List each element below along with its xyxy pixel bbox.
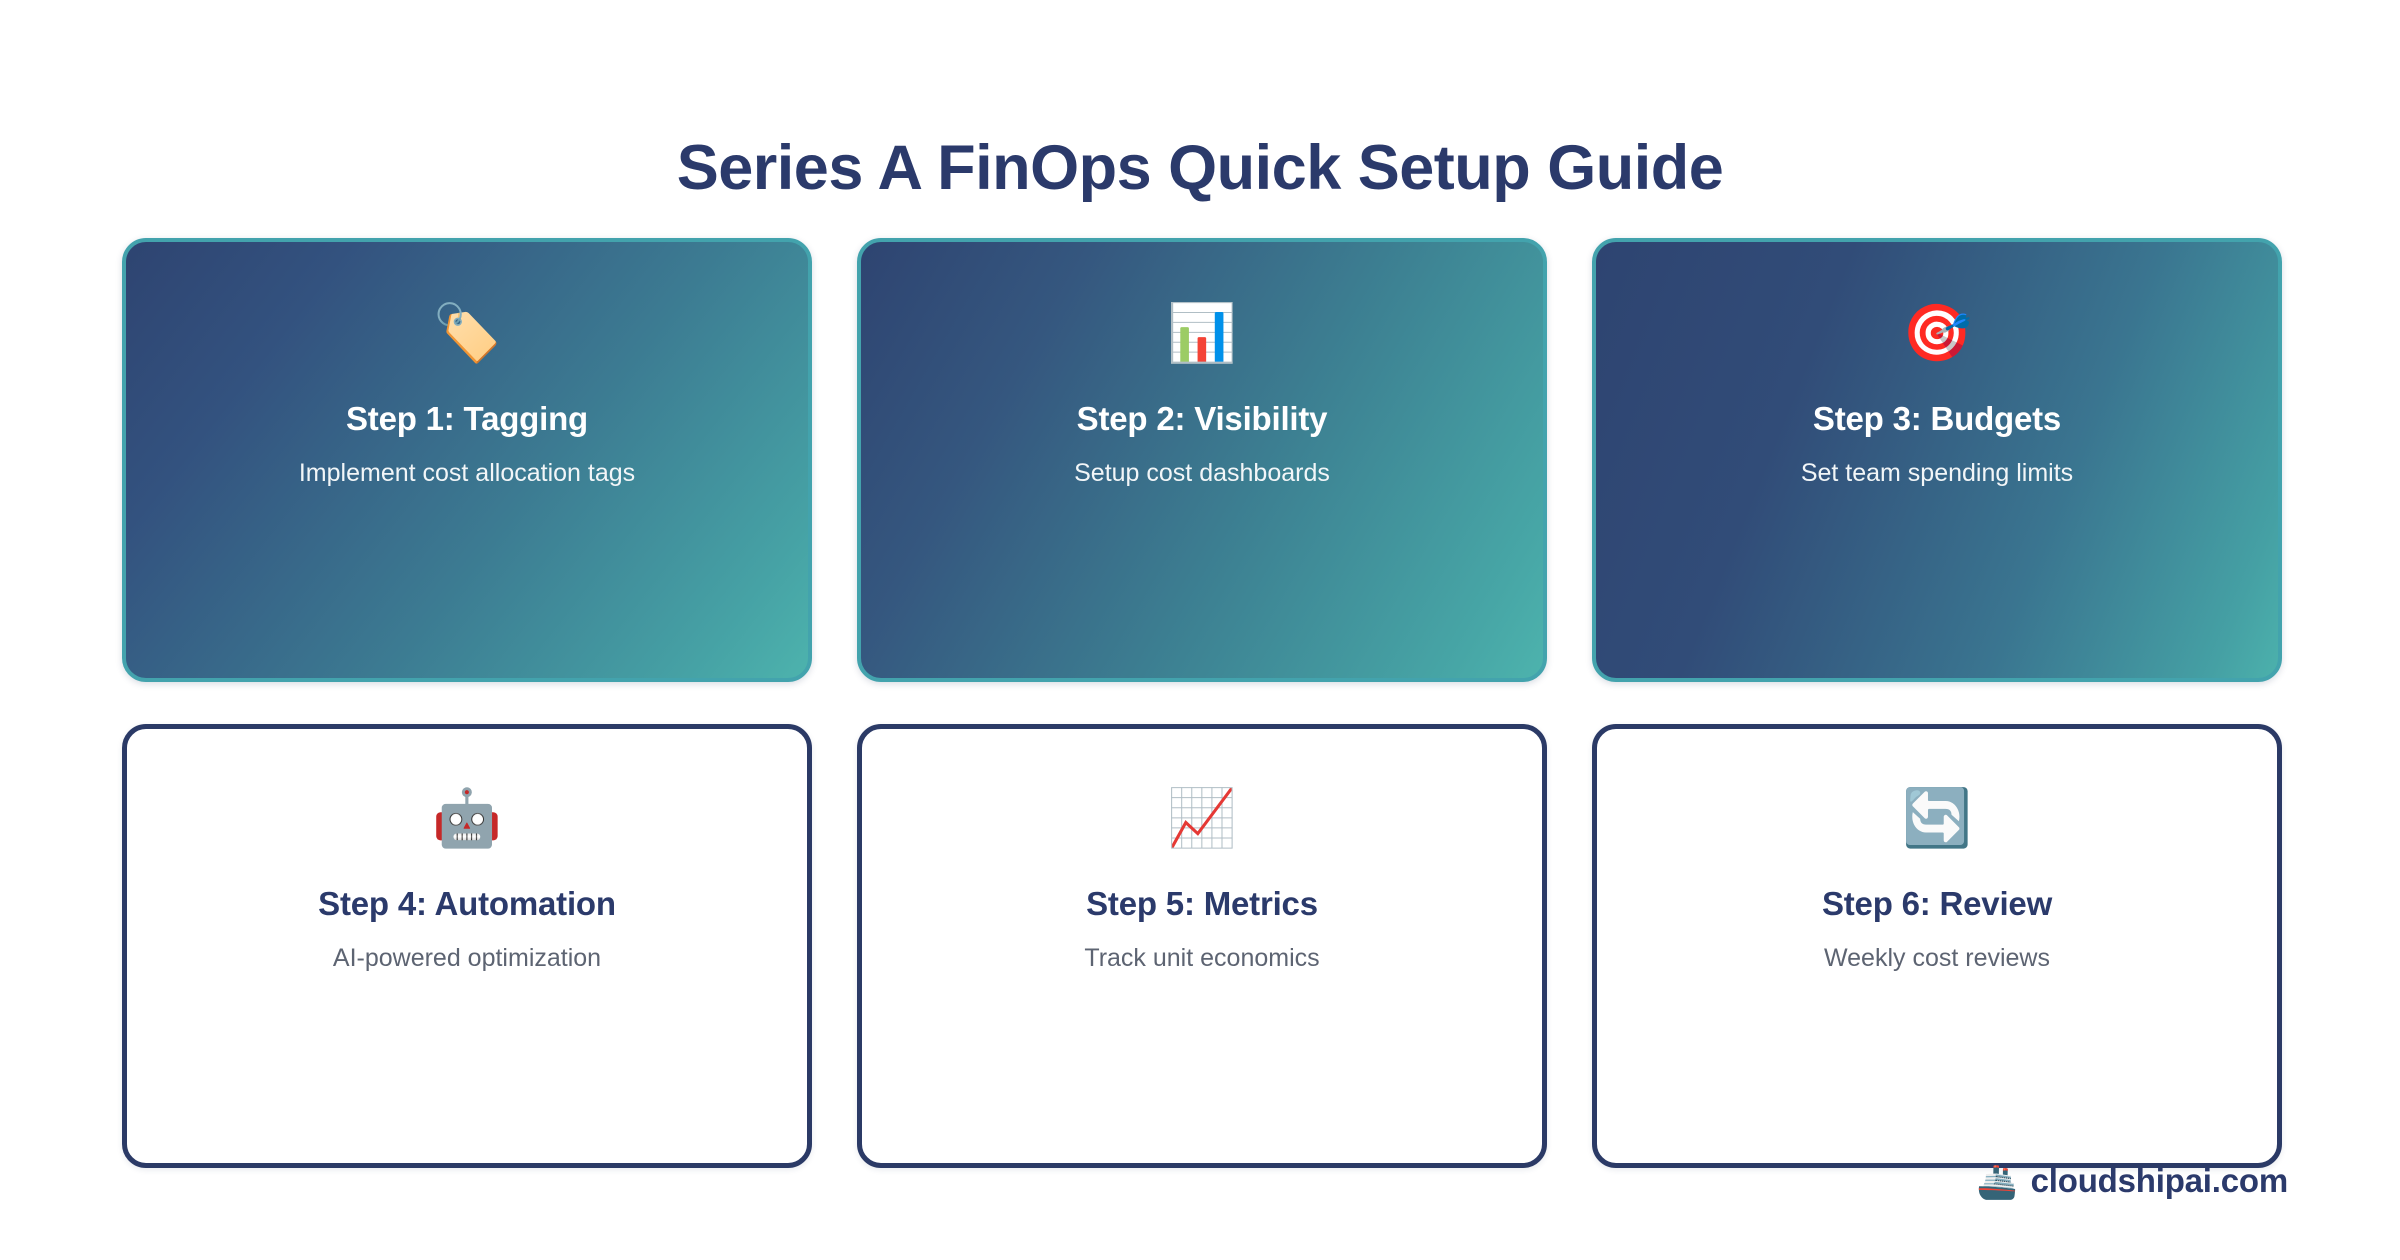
chart-increasing-icon: 📈 <box>1167 786 1237 849</box>
step-card-1-description: Implement cost allocation tags <box>298 458 636 487</box>
step-card-5-title: Step 5: Metrics <box>1086 885 1318 922</box>
step-card-5-description: Track unit economics <box>1084 943 1320 972</box>
step-card-1[interactable]: 🏷️ Step 1: Tagging Implement cost alloca… <box>122 238 812 682</box>
step-card-3-description: Set team spending limits <box>1800 458 2074 487</box>
step-card-1-title: Step 1: Tagging <box>345 400 589 437</box>
step-card-6-description: Weekly cost reviews <box>1824 943 2050 972</box>
bar-chart-icon: 📊 <box>1167 301 1237 364</box>
steps-grid: 🏷️ Step 1: Tagging Implement cost alloca… <box>122 238 2282 1168</box>
step-card-6[interactable]: 🔄 Step 6: Review Weekly cost reviews <box>1592 724 2282 1168</box>
target-dart-icon: 🎯 <box>1902 301 1972 364</box>
footer-brand[interactable]: 🚢 cloudshipai.com <box>1976 1162 2289 1200</box>
step-card-2-description: Setup cost dashboards <box>1074 458 1330 487</box>
step-card-3[interactable]: 🎯 Step 3: Budgets Set team spending limi… <box>1592 238 2282 682</box>
step-card-5[interactable]: 📈 Step 5: Metrics Track unit economics <box>857 724 1547 1168</box>
refresh-sync-icon: 🔄 <box>1902 786 1972 849</box>
brand-name: cloudshipai.com <box>2030 1162 2289 1199</box>
step-card-2-title: Step 2: Visibility <box>1076 400 1328 437</box>
page-title: Series A FinOps Quick Setup Guide <box>676 133 1724 204</box>
step-card-2[interactable]: 📊 Step 2: Visibility Setup cost dashboar… <box>857 238 1547 682</box>
robot-icon: 🤖 <box>432 786 502 849</box>
step-card-4-title: Step 4: Automation <box>318 885 616 922</box>
step-card-6-title: Step 6: Review <box>1821 885 2053 922</box>
step-card-3-title: Step 3: Budgets <box>1812 400 2062 437</box>
label-tag-icon: 🏷️ <box>432 301 502 364</box>
ship-icon: 🚢 <box>1976 1162 2018 1200</box>
step-card-4[interactable]: 🤖 Step 4: Automation AI-powered optimiza… <box>122 724 812 1168</box>
step-card-4-description: AI-powered optimization <box>332 943 602 972</box>
